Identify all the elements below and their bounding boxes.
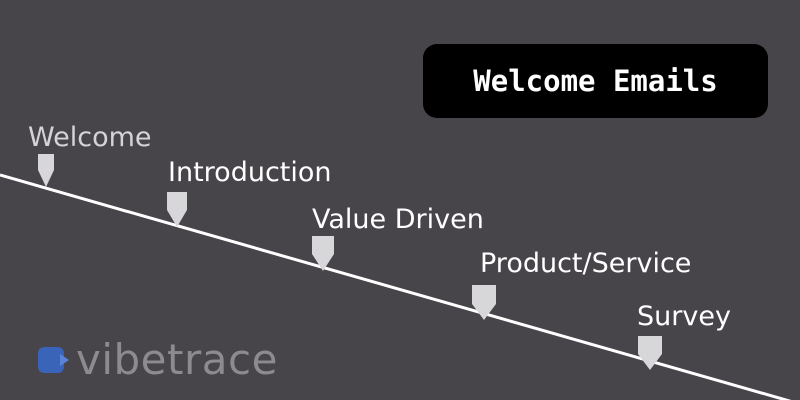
stage-label-survey: Survey — [637, 301, 731, 332]
logo-text: vibetrace — [76, 335, 278, 384]
title-box: Welcome Emails — [423, 44, 768, 118]
marker-value-driven — [312, 236, 334, 271]
title-text: Welcome Emails — [473, 64, 718, 98]
stage-label-value-driven: Value Driven — [312, 204, 484, 235]
stage-label-welcome: Welcome — [28, 122, 152, 153]
logo-mark-icon — [38, 347, 69, 373]
marker-product-service — [472, 285, 496, 320]
stage-label-introduction: Introduction — [168, 157, 332, 188]
marker-survey — [638, 336, 662, 370]
vibetrace-logo: vibetrace — [36, 332, 278, 388]
marker-introduction — [167, 192, 187, 227]
timeline-line — [0, 173, 792, 400]
stage-label-product-service: Product/Service — [480, 248, 692, 279]
marker-welcome — [38, 154, 54, 187]
